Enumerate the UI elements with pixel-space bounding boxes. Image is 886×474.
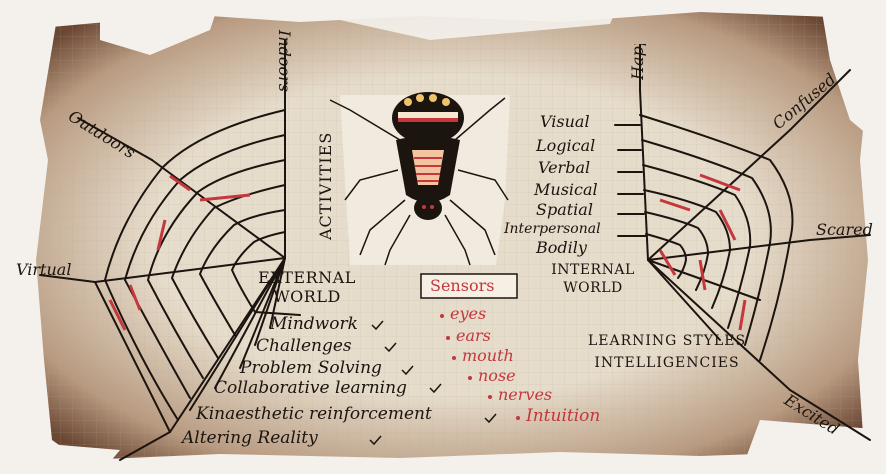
activity-item: Collaborative learning xyxy=(214,380,407,397)
spider-drawing xyxy=(330,92,510,265)
spoke-label-indoors: Indoors xyxy=(276,30,292,92)
sensor-item: mouth xyxy=(462,348,514,364)
intelligence-item: Bodily xyxy=(536,240,587,256)
sensor-item: Intuition xyxy=(526,408,600,425)
spoke-label-virtual: Virtual xyxy=(16,262,71,278)
spoke-label-happy: Happy xyxy=(630,44,646,80)
activity-item: Mindwork xyxy=(270,316,358,333)
intelligence-item: Visual xyxy=(540,114,590,130)
spoke-label-scared: Scared xyxy=(816,222,873,238)
sensor-item: ears xyxy=(456,328,491,344)
sensor-item: nose xyxy=(478,368,516,384)
sensors-heading: Sensors xyxy=(430,278,494,294)
intelligence-item: Musical xyxy=(534,182,598,198)
intelligence-item: Interpersonal xyxy=(504,222,601,236)
activity-item: Kinaesthetic reinforcement xyxy=(196,406,432,423)
activity-item: Challenges xyxy=(256,338,352,355)
activity-item: Problem Solving xyxy=(240,360,382,377)
internal-world-label: INTERNAL WORLD xyxy=(548,262,638,297)
intelligence-item: Verbal xyxy=(538,160,590,176)
intelligence-item: Logical xyxy=(536,138,595,154)
external-world-label: EXTERNAL WORLD xyxy=(252,268,362,306)
intelligence-item: Spatial xyxy=(536,202,593,218)
learning-styles-label: LEARNING STYLES INTELLIGENCIES xyxy=(572,330,762,375)
sensor-item: nerves xyxy=(498,387,552,403)
sensor-item: eyes xyxy=(450,306,486,322)
activities-heading: ACTIVITIES xyxy=(318,132,334,240)
activity-item: Altering Reality xyxy=(182,430,318,447)
